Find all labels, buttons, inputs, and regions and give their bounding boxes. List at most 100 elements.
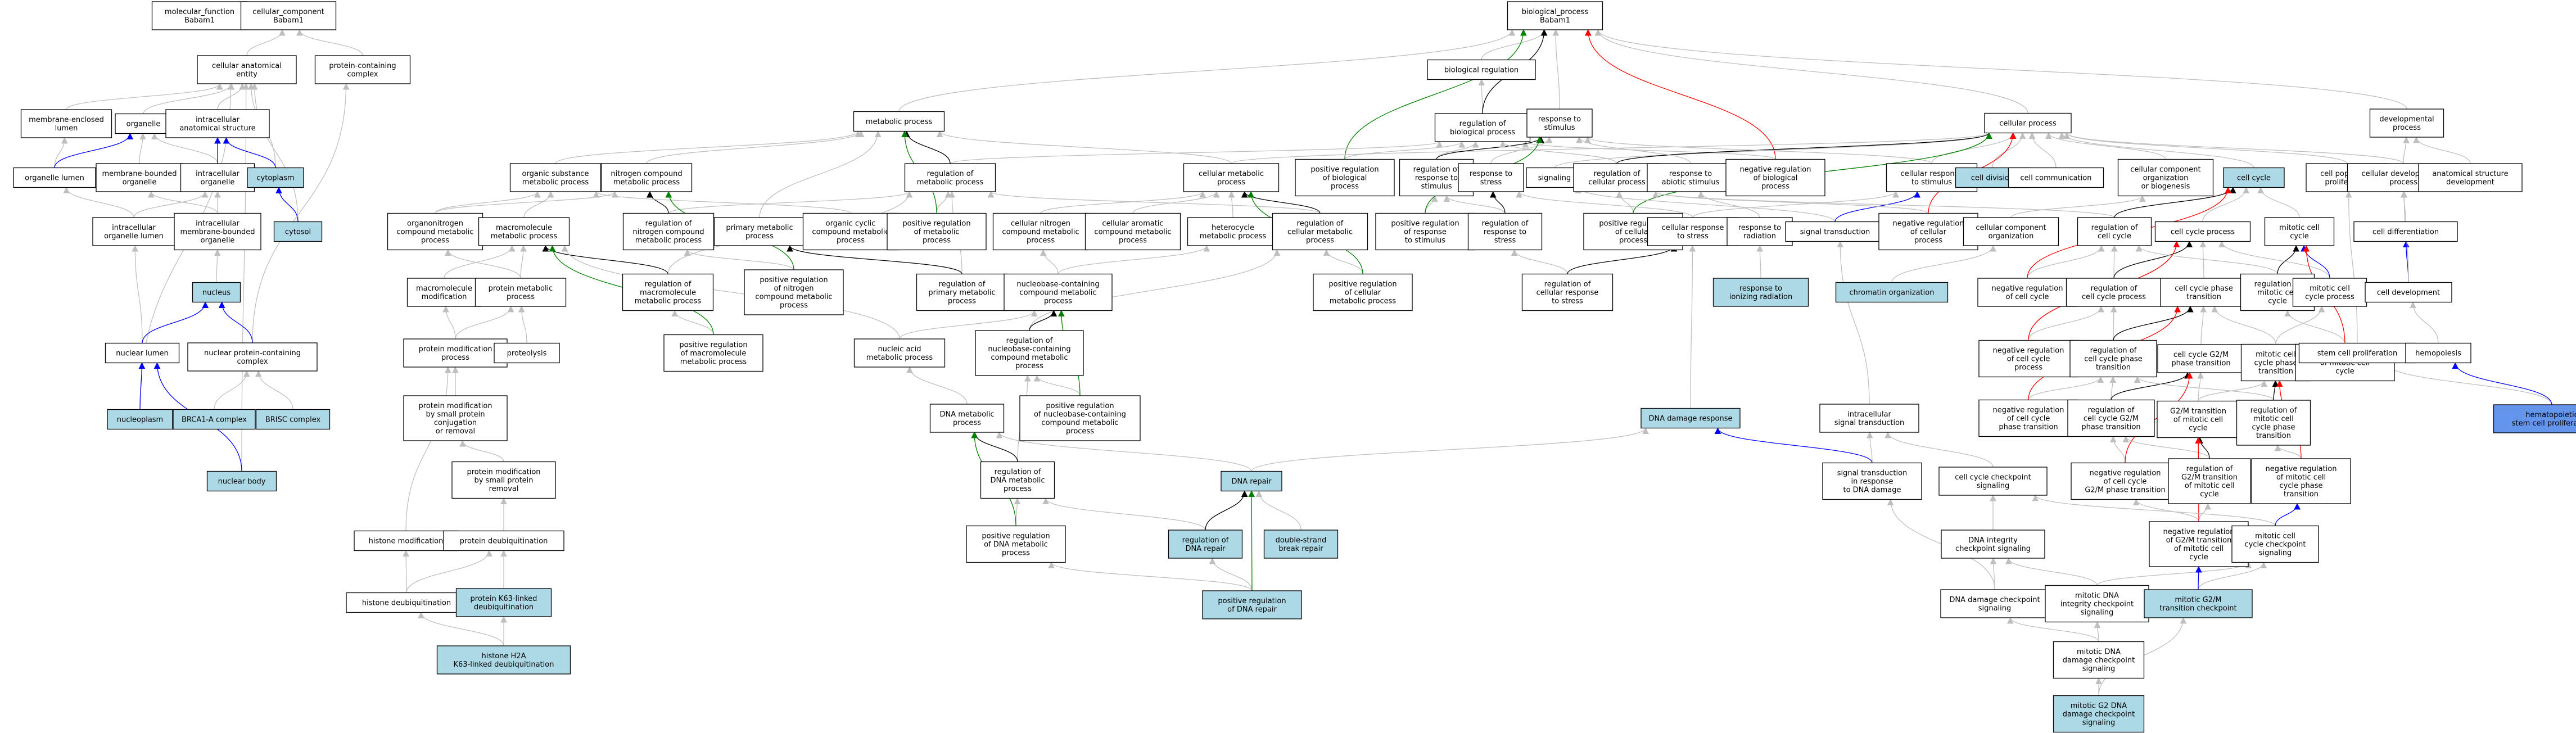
go-term-node[interactable]: DNA repair bbox=[1221, 470, 1282, 492]
go-term-node[interactable]: cellular process bbox=[1984, 112, 2072, 134]
go-term-node[interactable]: chromatin organization bbox=[1835, 282, 1949, 303]
go-term-node[interactable]: cell cycle bbox=[2223, 167, 2285, 188]
go-term-node[interactable]: cell cycle process bbox=[2154, 221, 2251, 242]
go-term-node[interactable]: organelle bbox=[115, 113, 172, 134]
go-term-node[interactable]: cell development bbox=[2365, 282, 2452, 303]
go-term-node[interactable]: proteolysis bbox=[494, 342, 560, 364]
go-term-node[interactable]: nuclear lumen bbox=[105, 342, 180, 364]
go-term-node[interactable]: signal transduction bbox=[1785, 221, 1885, 242]
go-term-node[interactable]: signaling bbox=[1526, 167, 1583, 188]
go-term-node[interactable]: biological regulation bbox=[1427, 59, 1536, 80]
go-term-node[interactable]: BRCA1-A complex bbox=[173, 409, 256, 430]
go-term-node[interactable]: nucleoplasm bbox=[107, 409, 173, 430]
go-term-node[interactable]: nucleus bbox=[192, 282, 241, 303]
go-term-node[interactable]: DNA damage response bbox=[1640, 408, 1741, 429]
go-term-node[interactable]: organelle lumen bbox=[13, 167, 96, 188]
go-term-node[interactable]: nuclear body bbox=[206, 470, 277, 492]
go-term-node[interactable]: BRISC complex bbox=[255, 409, 331, 430]
go-term-node[interactable]: cell differentiation bbox=[2353, 221, 2458, 242]
go-term-node[interactable]: protein deubiquitination bbox=[443, 530, 564, 551]
go-term-node[interactable]: histone modification bbox=[354, 530, 458, 551]
go-term-node[interactable]: metabolic process bbox=[853, 111, 945, 132]
go-term-node[interactable]: hemopoiesis bbox=[2405, 342, 2471, 364]
go-term-node[interactable]: cytosol bbox=[273, 221, 323, 242]
go-term-node[interactable]: cytoplasm bbox=[247, 167, 304, 188]
